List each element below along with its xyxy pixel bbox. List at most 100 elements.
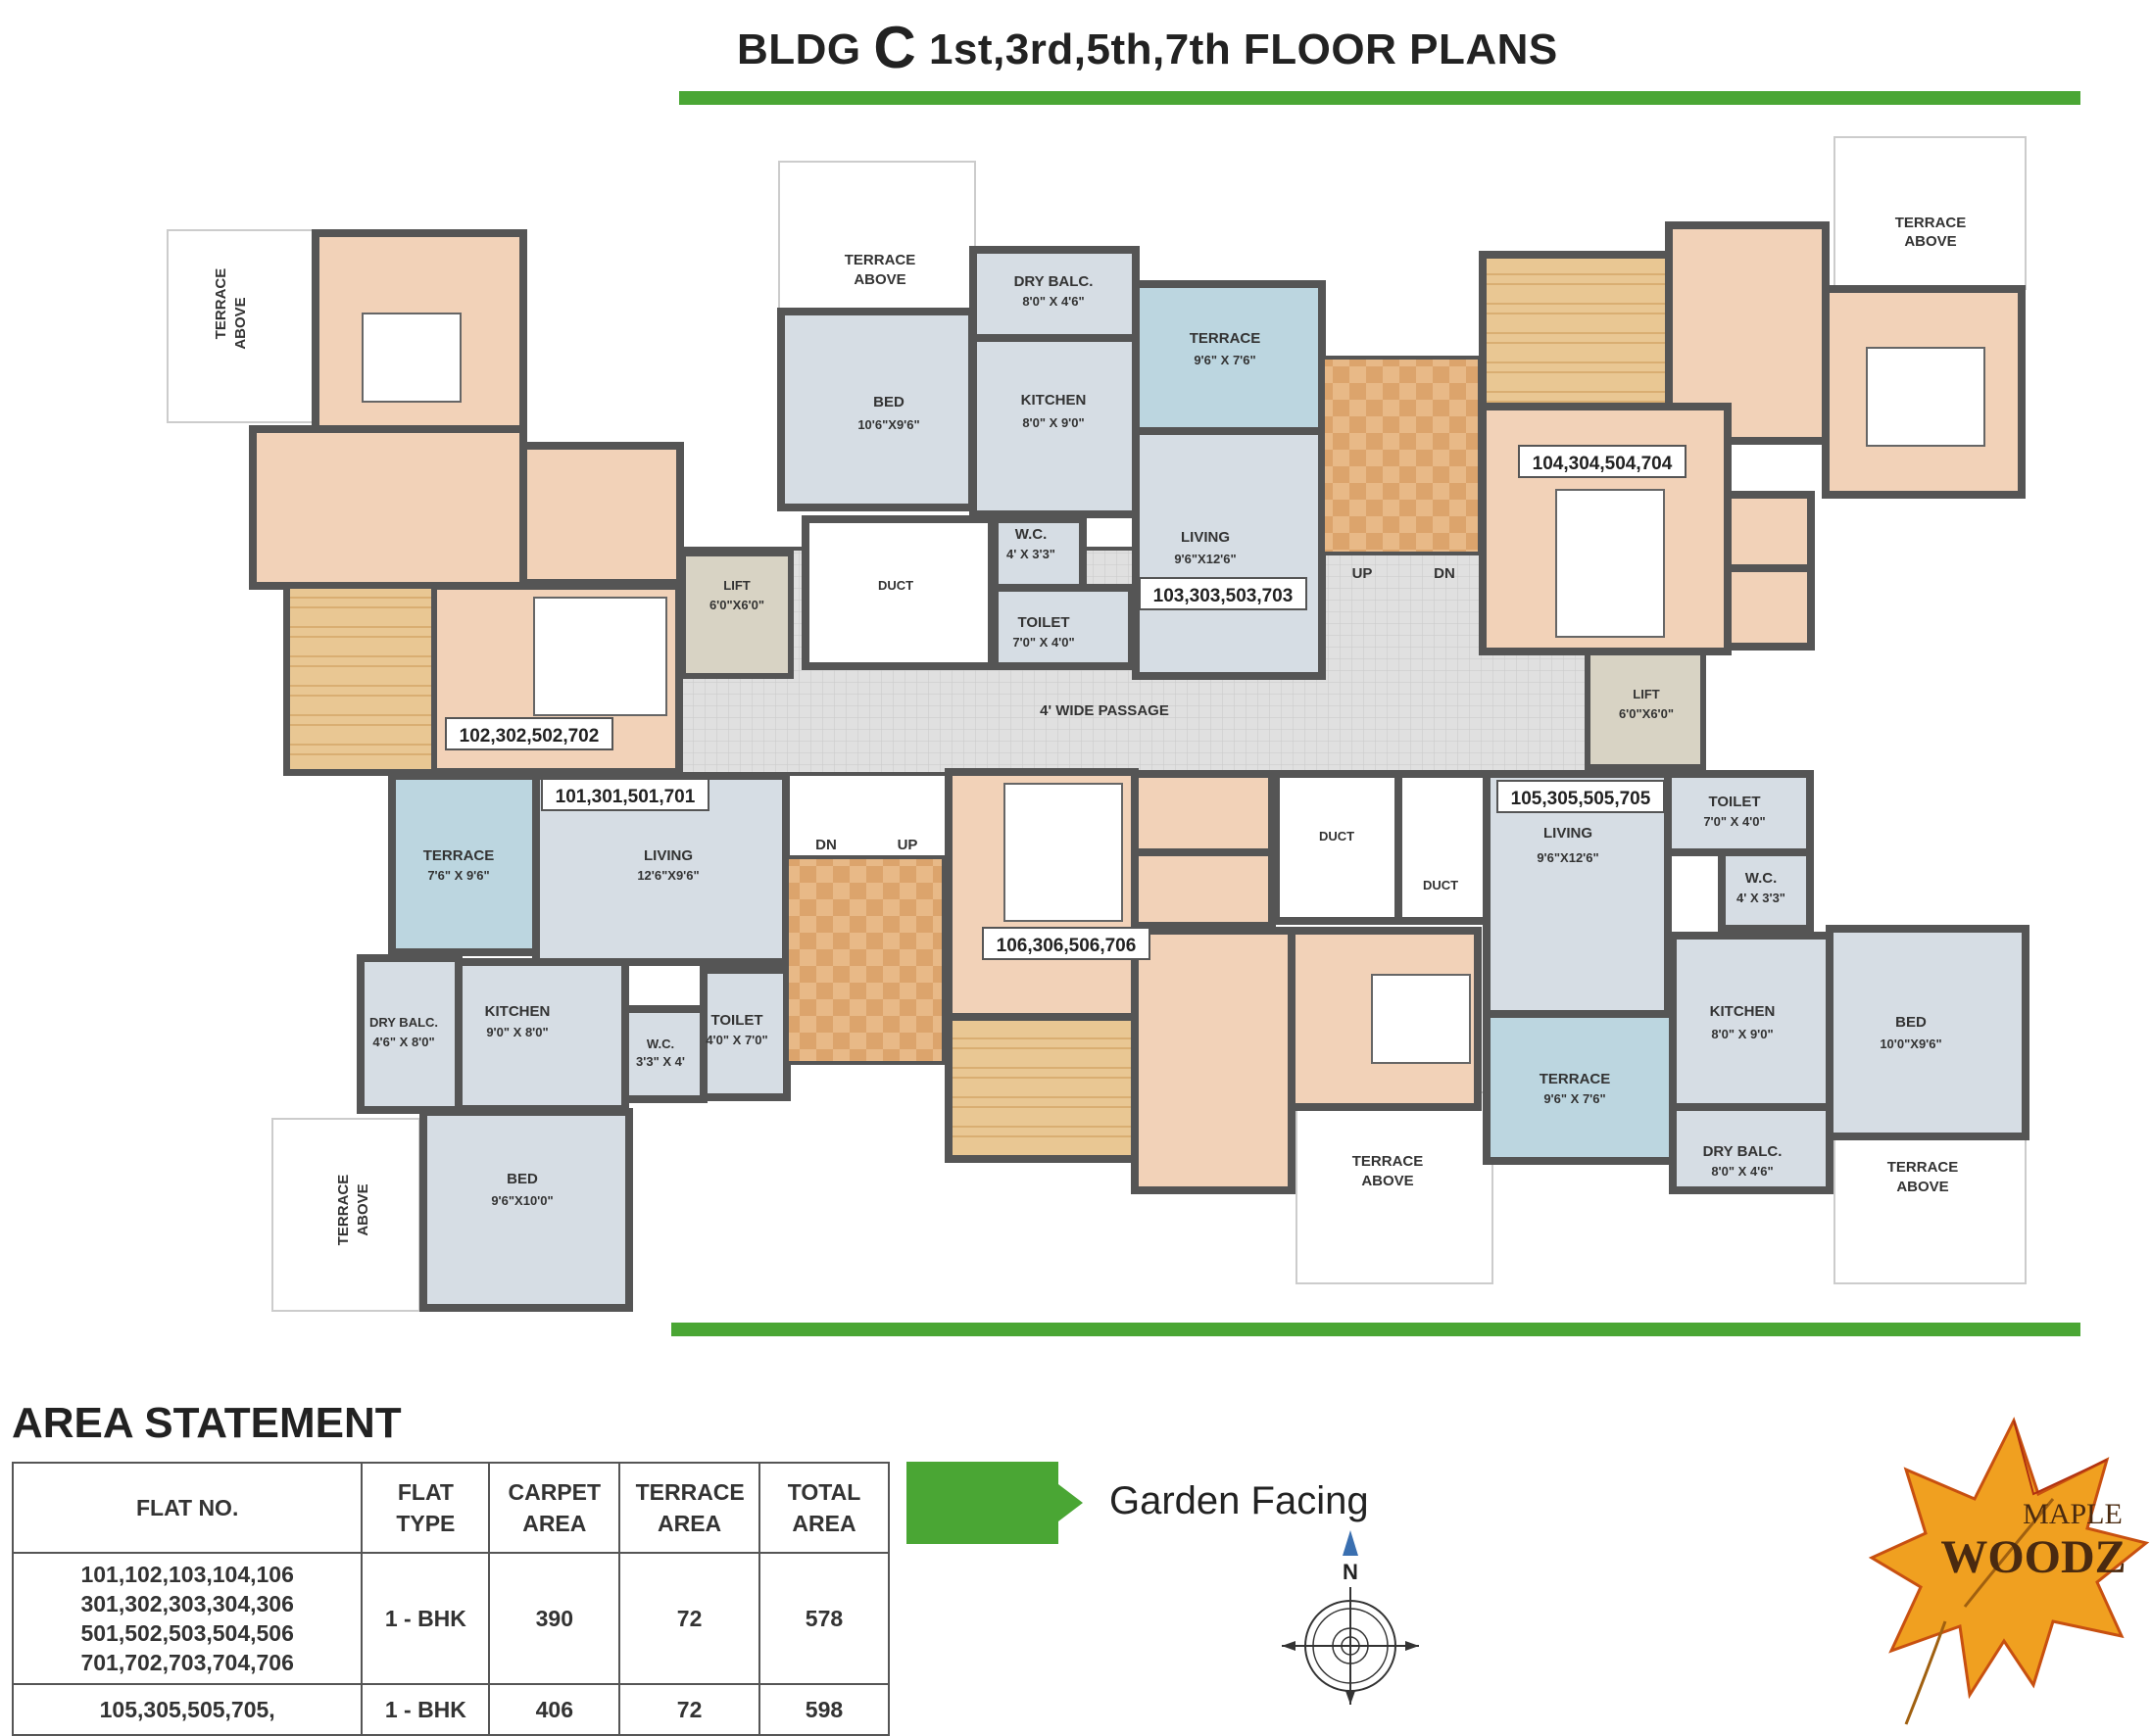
label-dry-balc-top-dim: 8'0" X 4'6" [1022,294,1084,309]
label-duct-bm-1: DUCT [1319,829,1354,844]
area-statement-table: FLAT NO. FLAT TYPE CARPET AREA TERRACE A… [11,1462,891,1736]
flat-tag-103: 103,303,503,703 [1153,586,1294,606]
flat-tag-102: 102,302,502,702 [460,726,600,747]
cell-total: 598 [758,1683,891,1736]
label-kitchen-bl: KITCHEN [485,1003,551,1020]
bottom-green-rule [671,1323,2080,1336]
cell-flat-type: 1 - BHK [361,1552,491,1685]
label-above-2: ABOVE [1904,233,1956,250]
label-dn-bottom: DN [815,837,837,853]
cell-flat-type: 1 - BHK [361,1683,491,1736]
flat-105 [1483,770,2029,1194]
flat-tags [445,445,1687,960]
flat-tag-101: 101,301,501,701 [556,787,696,807]
table-row: 105,305,505,705, 1 - BHK 406 72 598 [11,1683,891,1736]
label-terrace-br-dim: 9'6" X 7'6" [1543,1091,1605,1106]
terrace-above-areas [167,136,2027,1312]
flat-103 [777,246,1326,680]
label-living-br: LIVING [1543,825,1592,842]
label-dry-balc-top: DRY BALC. [1014,273,1094,290]
stair-top [1321,356,1482,555]
th-flat-no: FLAT NO. [11,1462,364,1554]
label-terrace-above-2: TERRACE [1895,215,1967,231]
flat-no-line: 101,102,103,104,106 [80,1562,294,1587]
th-flat-type-text: FLAT TYPE [396,1479,456,1536]
cell-carpet: 390 [488,1552,621,1685]
page-title: BLDG C 1st,3rd,5th,7th FLOOR PLANS [737,14,1558,81]
label-living-br-dim: 9'6"X12'6" [1537,850,1598,865]
label-up-bottom: UP [898,837,918,853]
flat-tag-106: 106,306,506,706 [997,936,1137,956]
label-toilet-top-dim: 7'0" X 4'0" [1012,635,1074,650]
label-dry-balc-bl: DRY BALC. [369,1015,438,1030]
floor-plan: TERRACE ABOVE BED 10'6"X9'6" DRY BALC. 8… [167,136,2029,1312]
label-above-4: ABOVE [355,1183,371,1235]
lift-left [680,551,794,679]
th-terrace-area-text: TERRACE AREA [635,1479,745,1536]
th-total-area-text: TOTAL AREA [787,1479,861,1536]
label-up-top: UP [1352,565,1373,582]
label-wc-bl: W.C. [647,1037,674,1051]
label-wc-br-dim: 4' X 3'3" [1736,891,1785,905]
label-bed-top: BED [873,394,904,410]
flat-no-line: 501,502,503,504,506 [80,1620,294,1646]
title-bldg-letter: C [873,15,917,80]
label-passage: 4' WIDE PASSAGE [1040,702,1169,719]
label-kitchen-br: KITCHEN [1710,1003,1776,1020]
label-kitchen-top-dim: 8'0" X 9'0" [1022,415,1084,430]
title-floors: 1st,3rd,5th,7th FLOOR PLANS [928,25,1558,73]
stair-bottom [785,855,946,1065]
label-terrace-above-4: TERRACE [335,1175,352,1246]
label-terrace-above-5: TERRACE [1352,1153,1424,1170]
label-living-bl: LIVING [644,847,693,864]
th-flat-type: FLAT TYPE [361,1462,491,1554]
label-terrace-top: TERRACE [1190,330,1261,347]
label-lift-right-dim: 6'0"X6'0" [1619,706,1674,721]
flat-tag-104: 104,304,504,704 [1533,454,1673,474]
logo-line2: WOODZ [1940,1531,2126,1583]
label-wc-br: W.C. [1745,870,1778,887]
cell-terrace: 72 [618,1683,760,1736]
label-kitchen-br-dim: 8'0" X 9'0" [1711,1027,1773,1041]
th-terrace-area: TERRACE AREA [618,1462,760,1554]
label-terrace-above-6: TERRACE [1887,1159,1959,1176]
label-above-5: ABOVE [1361,1173,1413,1189]
table-header-row: FLAT NO. FLAT TYPE CARPET AREA TERRACE A… [11,1462,891,1554]
label-terrace-top-dim: 9'6" X 7'6" [1194,353,1255,367]
label-bed-bl-dim: 9'6"X10'0" [491,1193,553,1208]
label-lift-right: LIFT [1633,687,1659,701]
label-dry-balc-br: DRY BALC. [1703,1143,1783,1160]
cell-carpet: 406 [488,1683,621,1736]
label-bed-br: BED [1895,1014,1927,1031]
cell-terrace: 72 [618,1552,760,1685]
label-dry-balc-br-dim: 8'0" X 4'6" [1711,1164,1773,1179]
label-wc-bl-dim: 3'3" X 4' [636,1054,685,1069]
maple-woodz-logo: MAPLE WOODZ [1868,1417,2150,1725]
flat-no-line: 105,305,505,705, [99,1697,275,1722]
label-living-top-dim: 9'6"X12'6" [1174,552,1236,566]
label-lift-left: LIFT [723,578,750,593]
label-above-6: ABOVE [1896,1179,1948,1195]
furniture [362,313,1985,1064]
flat-no-line: 301,302,303,304,306 [80,1591,294,1616]
label-duct-bm-2: DUCT [1423,878,1458,892]
label-dry-balc-bl-dim: 4'6" X 8'0" [372,1035,434,1049]
garden-facing-arrow-icon [906,1462,1083,1544]
label-bed-br-dim: 10'0"X9'6" [1880,1037,1941,1051]
label-wc-top: W.C. [1015,526,1048,543]
label-terrace-bl-dim: 7'6" X 9'6" [427,868,489,883]
flat-no-line: 701,702,703,704,706 [80,1650,294,1675]
label-dn-top: DN [1434,565,1455,582]
garden-facing-label: Garden Facing [1109,1479,1369,1522]
label-toilet-br-dim: 7'0" X 4'0" [1703,814,1765,829]
label-toilet-br: TOILET [1708,794,1760,810]
label-lift-left-dim: 6'0"X6'0" [709,598,764,612]
label-above-1: ABOVE [854,271,905,288]
label-toilet-bl: TOILET [710,1012,762,1029]
title-bldg: BLDG [737,25,861,73]
label-living-top: LIVING [1181,529,1230,546]
table-row: 101,102,103,104,106 301,302,303,304,306 … [11,1552,891,1685]
label-toilet-bl-dim: 4'0" X 7'0" [706,1033,767,1047]
top-green-rule [679,91,2080,105]
cell-total: 578 [758,1552,891,1685]
